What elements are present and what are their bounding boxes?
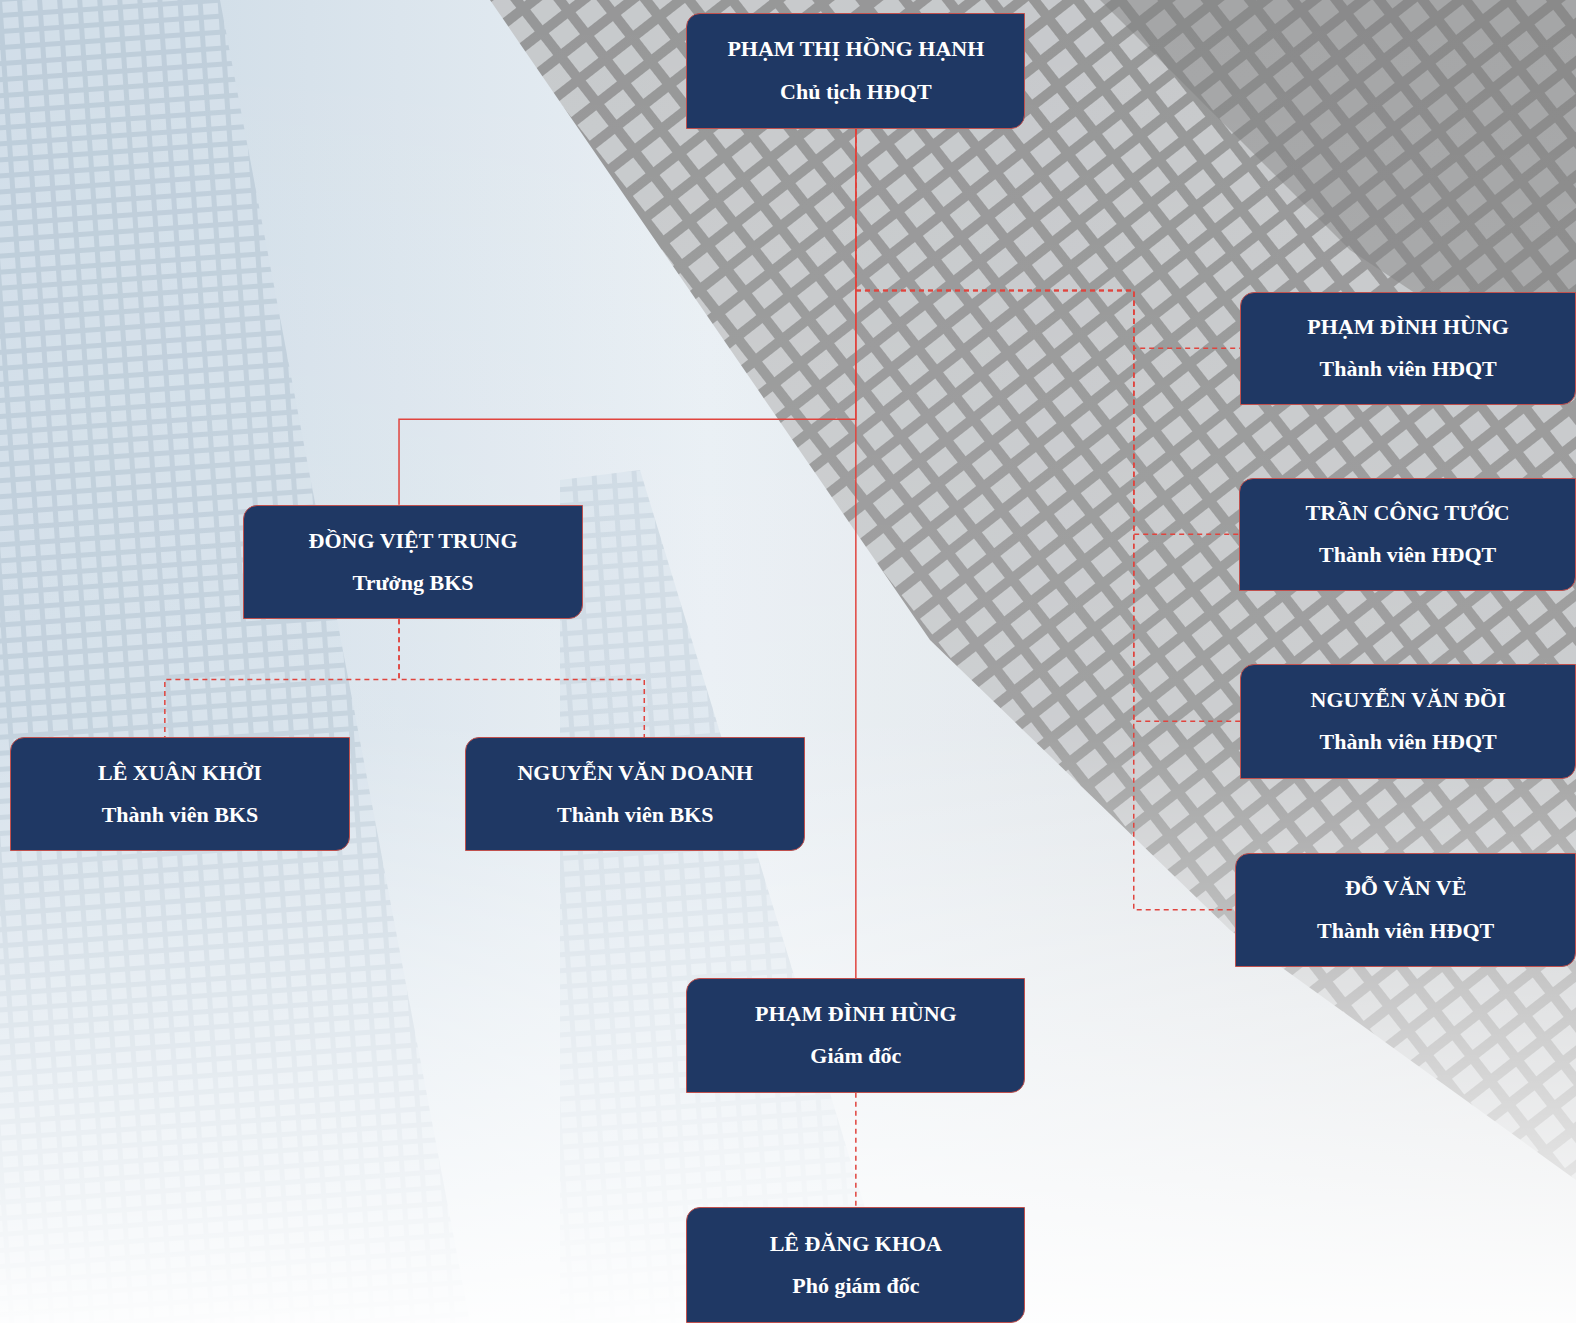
person-box: LÊ ĐĂNG KHOA Phó giám đốc: [686, 1207, 1025, 1323]
position-title: Thành viên HĐQT: [1319, 356, 1496, 382]
person-name: PHẠM ĐÌNH HÙNG: [755, 1001, 957, 1027]
position-title: Trưởng BKS: [353, 570, 474, 596]
person-box: PHẠM ĐÌNH HÙNG Giám đốc: [686, 978, 1025, 1093]
position-title: Thành viên BKS: [557, 802, 714, 828]
person-box: NGUYỄN VĂN DOANH Thành viên BKS: [465, 737, 805, 852]
person-name: NGUYỄN VĂN ĐỒI: [1311, 687, 1506, 713]
dashed-connector: [165, 619, 399, 737]
person-box: TRẦN CÔNG TƯỚC Thành viên HĐQT: [1239, 478, 1576, 592]
position-title: Thành viên HĐQT: [1319, 542, 1496, 568]
person-name: NGUYỄN VĂN DOANH: [517, 760, 753, 786]
position-title: Chủ tịch HĐQT: [780, 79, 932, 105]
person-name: LÊ ĐĂNG KHOA: [770, 1231, 942, 1257]
person-box: PHẠM ĐÌNH HÙNG Thành viên HĐQT: [1240, 292, 1576, 406]
person-name: LÊ XUÂN KHỞI: [98, 760, 262, 786]
person-box: ĐỒNG VIỆT TRUNG Trưởng BKS: [243, 505, 583, 620]
position-title: Thành viên BKS: [102, 802, 259, 828]
person-name: TRẦN CÔNG TƯỚC: [1306, 500, 1510, 526]
dashed-connector: [399, 619, 644, 737]
person-name: PHẠM THỊ HỒNG HẠNH: [727, 36, 984, 62]
person-name: ĐỒNG VIỆT TRUNG: [309, 528, 518, 554]
dashed-connector: [856, 129, 1235, 910]
dashed-connector: [856, 129, 1240, 349]
dashed-connector: [856, 129, 1239, 535]
position-title: Phó giám đốc: [792, 1273, 919, 1299]
position-title: Giám đốc: [810, 1043, 901, 1069]
person-box: PHẠM THỊ HỒNG HẠNH Chủ tịch HĐQT: [686, 13, 1025, 129]
person-box: NGUYỄN VĂN ĐỒI Thành viên HĐQT: [1240, 664, 1576, 780]
person-name: PHẠM ĐÌNH HÙNG: [1307, 314, 1509, 340]
solid-connector: [855, 129, 857, 979]
person-box: ĐỖ VĂN VẺ Thành viên HĐQT: [1235, 853, 1576, 968]
dashed-connector: [856, 129, 1240, 722]
position-title: Thành viên HĐQT: [1319, 729, 1496, 755]
person-box: LÊ XUÂN KHỞI Thành viên BKS: [10, 737, 350, 852]
dashed-connector: [855, 1093, 857, 1208]
solid-connector: [399, 129, 856, 505]
position-title: Thành viên HĐQT: [1317, 918, 1494, 944]
person-name: ĐỖ VĂN VẺ: [1345, 875, 1466, 901]
